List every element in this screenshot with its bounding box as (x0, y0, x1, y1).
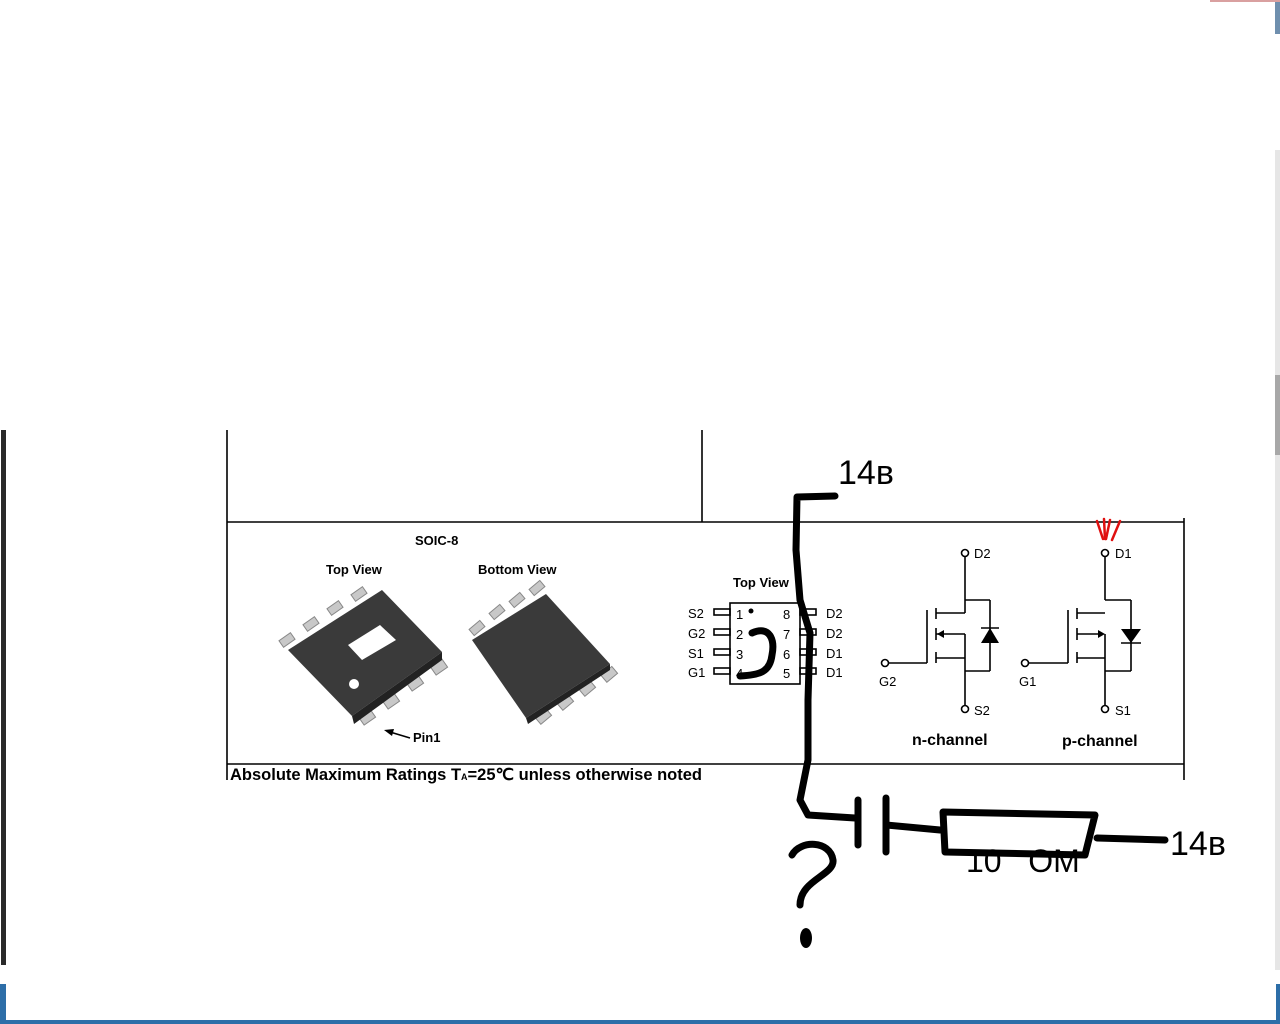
bottom-view-label: Bottom View (478, 562, 557, 577)
p-channel-diode-icon (1121, 629, 1141, 643)
p-gate-label: G1 (1019, 674, 1036, 689)
n-drain-label: D2 (974, 546, 991, 561)
resistor-label: 10 ОМ (966, 843, 1080, 879)
scrollbar-top[interactable] (1275, 0, 1280, 34)
pin-num-1: 1 (736, 607, 743, 622)
pin-name-3: S1 (688, 646, 704, 661)
n-channel-arrow-icon (937, 630, 944, 638)
pin-num-2: 2 (736, 627, 743, 642)
pin-name-1: S2 (688, 606, 704, 621)
pin1-label: Pin1 (413, 730, 440, 745)
p-channel-label: p-channel (1062, 733, 1138, 750)
p-source-label: S1 (1115, 703, 1131, 718)
pin-num-6: 6 (783, 647, 790, 662)
pin-name-8: D2 (826, 606, 843, 621)
scrollbar-thumb[interactable] (1275, 375, 1280, 455)
hand-drawn-circuit (736, 492, 1169, 948)
chip-top-view-image (278, 586, 449, 726)
n-channel-label: n-channel (912, 732, 988, 749)
voltage-label-right: 14в (1170, 825, 1226, 863)
pinout-title: Top View (733, 575, 790, 590)
section-heading: Absolute Maximum Ratings TA=25℃ unless o… (230, 766, 702, 784)
n-channel-mosfet-symbol (880, 548, 999, 714)
voltage-label-top: 14в (838, 454, 894, 492)
p-channel-arrow-icon (1098, 630, 1105, 638)
n-source-label: S2 (974, 703, 990, 718)
pin-num-5: 5 (783, 666, 790, 681)
n-gate-label: G2 (879, 674, 896, 689)
pin-name-4: G1 (688, 665, 705, 680)
pin1-pointer (384, 729, 411, 739)
n-channel-diode-icon (981, 628, 999, 643)
red-arrow-mark (1095, 517, 1122, 542)
pin-name-5: D1 (826, 665, 843, 680)
pin-name-2: G2 (688, 626, 705, 641)
window-bottom (6, 984, 1276, 1020)
package-name: SOIC-8 (415, 533, 458, 548)
top-view-label: Top View (326, 562, 383, 577)
close-button-edge[interactable] (1210, 0, 1280, 2)
chip-bottom-view-image (468, 579, 619, 726)
pin-num-7: 7 (783, 627, 790, 642)
p-drain-label: D1 (1115, 546, 1132, 561)
datasheet-frame (226, 430, 1185, 780)
scrollbar-track[interactable] (1275, 150, 1280, 970)
pin-num-3: 3 (736, 647, 743, 662)
pin-name-6: D1 (826, 646, 843, 661)
pin-name-7: D2 (826, 626, 843, 641)
pin-num-8: 8 (783, 607, 790, 622)
left-window-edge (1, 430, 6, 965)
